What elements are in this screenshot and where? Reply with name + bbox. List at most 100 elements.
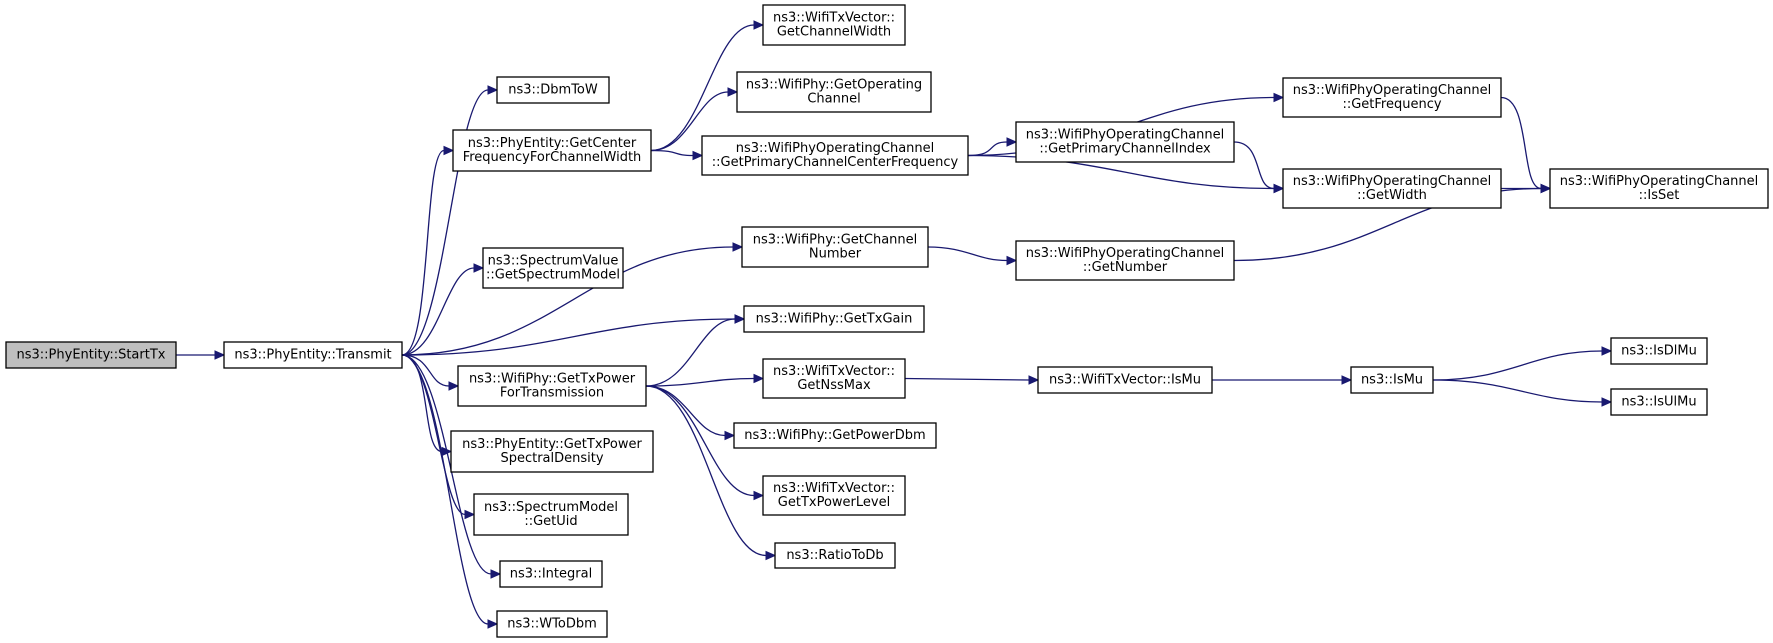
- arrowhead-icon: [487, 619, 499, 629]
- node-label: ns3::WifiPhyOperatingChannel: [1026, 246, 1225, 261]
- node-isulmu[interactable]: ns3::IsUlMu: [1610, 388, 1708, 416]
- node-box: [1015, 121, 1235, 163]
- edge-wp_getchnum-to-oc_getnumber: [927, 246, 1018, 266]
- node-label: ns3::RatioToDb: [786, 548, 883, 563]
- node-oc_getnumber[interactable]: ns3::WifiPhyOperatingChannel::GetNumber: [1015, 240, 1235, 281]
- edge-oc_getpccf-to-oc_getpci: [967, 137, 1018, 157]
- node-box: [496, 76, 610, 104]
- node-label: ::IsSet: [1639, 188, 1680, 203]
- node-label: SpectralDensity: [500, 451, 603, 466]
- node-wtodbm[interactable]: ns3::WToDbm: [496, 610, 608, 638]
- node-oc_getpci[interactable]: ns3::WifiPhyOperatingChannel::GetPrimary…: [1015, 121, 1235, 163]
- node-box: [473, 493, 629, 536]
- node-label: ::GetWidth: [1357, 188, 1427, 203]
- arrowhead-icon: [214, 350, 226, 360]
- arrowhead-icon: [692, 150, 704, 161]
- node-dbmtow[interactable]: ns3::DbmToW: [496, 76, 610, 104]
- node-label: ns3::SpectrumModel: [484, 500, 618, 515]
- edge-line: [401, 267, 475, 356]
- node-box: [762, 4, 906, 46]
- node-label: Channel: [807, 92, 860, 107]
- node-oc_getwidth[interactable]: ns3::WifiPhyOperatingChannel::GetWidth: [1282, 168, 1502, 209]
- arrowhead-icon: [753, 20, 765, 30]
- node-start[interactable]: ns3::PhyEntity::StartTx: [5, 341, 177, 369]
- node-tv_getnssmax[interactable]: ns3::WifiTxVector::GetNssMax: [762, 358, 906, 399]
- arrowhead-icon: [732, 242, 744, 252]
- edge-line: [650, 91, 729, 152]
- edge-line: [401, 149, 445, 356]
- arrowhead-icon: [1601, 397, 1613, 407]
- edge-ismu-to-isulmu: [1432, 379, 1613, 407]
- node-label: ::GetSpectrumModel: [486, 268, 620, 283]
- node-integral[interactable]: ns3::Integral: [499, 560, 603, 588]
- edge-transmit-to-wp_getchnum: [401, 242, 744, 356]
- node-label: ns3::WifiTxVector::: [773, 364, 895, 379]
- node-box: [762, 358, 906, 399]
- node-label: ns3::WifiPhyOperatingChannel: [1026, 128, 1225, 143]
- arrowhead-icon: [487, 85, 499, 95]
- node-label: GetChannelWidth: [777, 25, 891, 40]
- node-box: [457, 365, 647, 407]
- node-label: Number: [809, 247, 862, 262]
- node-wp_gettxgain[interactable]: ns3::WifiPhy::GetTxGain: [743, 305, 925, 333]
- edge-line: [401, 354, 450, 387]
- edge-getcenter-to-oc_getpccf: [650, 149, 704, 161]
- node-tv_ismu[interactable]: ns3::WifiTxVector::IsMu: [1037, 366, 1213, 394]
- node-tv_gettxpl[interactable]: ns3::WifiTxVector::GetTxPowerLevel: [762, 475, 906, 516]
- node-box: [1549, 168, 1769, 209]
- arrowhead-icon: [753, 490, 765, 501]
- arrowhead-icon: [727, 87, 739, 97]
- edge-ismu-to-isdlmu: [1432, 346, 1613, 381]
- node-box: [223, 341, 403, 369]
- node-label: ns3::IsDlMu: [1621, 344, 1697, 359]
- node-label: ::GetFrequency: [1342, 97, 1441, 112]
- node-ismu[interactable]: ns3::IsMu: [1350, 366, 1434, 394]
- node-label: ns3::WifiPhyOperatingChannel: [736, 141, 935, 156]
- node-sm_getuid[interactable]: ns3::SpectrumModel::GetUid: [473, 493, 629, 536]
- node-box: [1282, 168, 1502, 209]
- node-box: [1610, 337, 1708, 365]
- node-label: ns3::WifiPhyOperatingChannel: [1560, 174, 1759, 189]
- arrowhead-icon: [753, 373, 765, 384]
- arrowhead-icon: [1341, 375, 1353, 385]
- edge-tv_ismu-to-ismu: [1212, 375, 1353, 385]
- node-ratiotodb[interactable]: ns3::RatioToDb: [774, 542, 896, 569]
- node-box: [452, 129, 652, 172]
- node-label: ns3::Integral: [510, 567, 592, 582]
- edge-getcenter-to-tv_getchw: [650, 20, 765, 152]
- node-label: ns3::PhyEntity::Transmit: [234, 348, 391, 363]
- node-transmit[interactable]: ns3::PhyEntity::Transmit: [223, 341, 403, 369]
- node-box: [482, 247, 624, 289]
- arrowhead-icon: [1006, 137, 1018, 147]
- node-label: ns3::PhyEntity::GetCenter: [468, 136, 637, 151]
- node-box: [733, 422, 937, 449]
- edge-line: [1500, 96, 1542, 190]
- arrowhead-icon: [490, 569, 502, 579]
- node-getcenter[interactable]: ns3::PhyEntity::GetCenterFrequencyForCha…: [452, 129, 652, 172]
- node-oc_isset[interactable]: ns3::WifiPhyOperatingChannel::IsSet: [1549, 168, 1769, 209]
- edge-line: [401, 354, 492, 575]
- node-pe_gettxpsd[interactable]: ns3::PhyEntity::GetTxPowerSpectralDensit…: [450, 430, 654, 473]
- node-isdlmu[interactable]: ns3::IsDlMu: [1610, 337, 1708, 365]
- node-box: [450, 430, 654, 473]
- node-label: ns3::IsUlMu: [1621, 395, 1696, 410]
- node-box: [736, 71, 932, 113]
- node-wp_getpowerdbm[interactable]: ns3::WifiPhy::GetPowerDbm: [733, 422, 937, 449]
- edge-line: [401, 246, 734, 356]
- arrowhead-icon: [1028, 375, 1040, 385]
- edge-line: [1432, 350, 1603, 381]
- arrowhead-icon: [1540, 183, 1552, 194]
- edge-oc_getpci-to-oc_getwidth: [1233, 141, 1285, 194]
- node-box: [1350, 366, 1434, 394]
- node-oc_getfreq[interactable]: ns3::WifiPhyOperatingChannel::GetFrequen…: [1282, 77, 1502, 118]
- edge-line: [401, 354, 443, 453]
- node-label: ns3::WifiTxVector::: [773, 481, 895, 496]
- node-oc_getpccf[interactable]: ns3::WifiPhyOperatingChannel::GetPrimary…: [701, 135, 969, 176]
- node-sv_getsm[interactable]: ns3::SpectrumValue::GetSpectrumModel: [482, 247, 624, 289]
- edge-wp_gettxpower-to-wp_gettxgain: [645, 314, 746, 387]
- node-tv_getchw[interactable]: ns3::WifiTxVector::GetChannelWidth: [762, 4, 906, 46]
- node-label: ns3::WifiPhyOperatingChannel: [1293, 174, 1492, 189]
